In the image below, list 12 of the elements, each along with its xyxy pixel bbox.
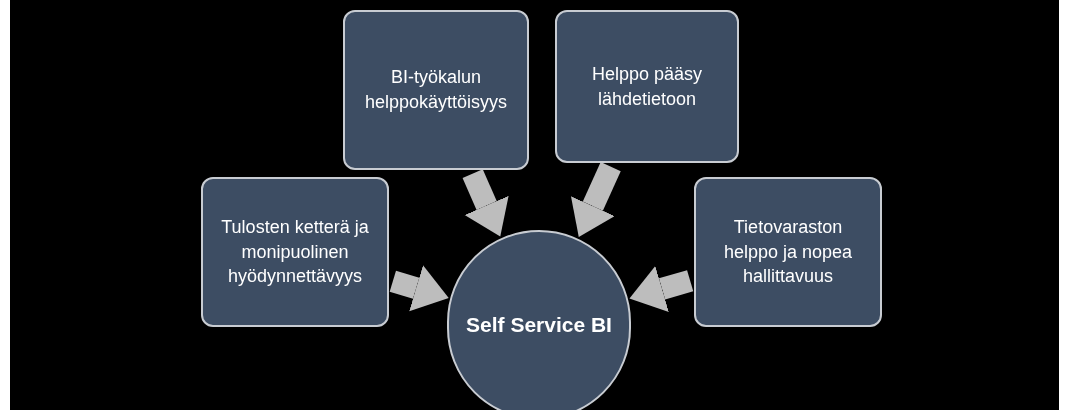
topic-box: [694, 177, 882, 327]
topic-text: BI-työkalun helppokäyttöisyys: [363, 66, 509, 114]
topic-box: [555, 10, 739, 163]
topic-text: Tietovaraston helppo ja nopea hallittavuus: [722, 215, 854, 289]
block-arrow: [462, 169, 509, 237]
topic-text: Helppo pääsy lähdetietoon: [590, 62, 704, 111]
topic-text: Tulosten ketterä ja monipuolinen hyödynnettävyys: [220, 215, 370, 289]
block-arrow: [570, 162, 621, 238]
topic-box: [201, 177, 389, 327]
center-title: Self Service BI: [466, 311, 612, 338]
block-arrow: [389, 265, 449, 312]
topic-box: [343, 10, 529, 170]
